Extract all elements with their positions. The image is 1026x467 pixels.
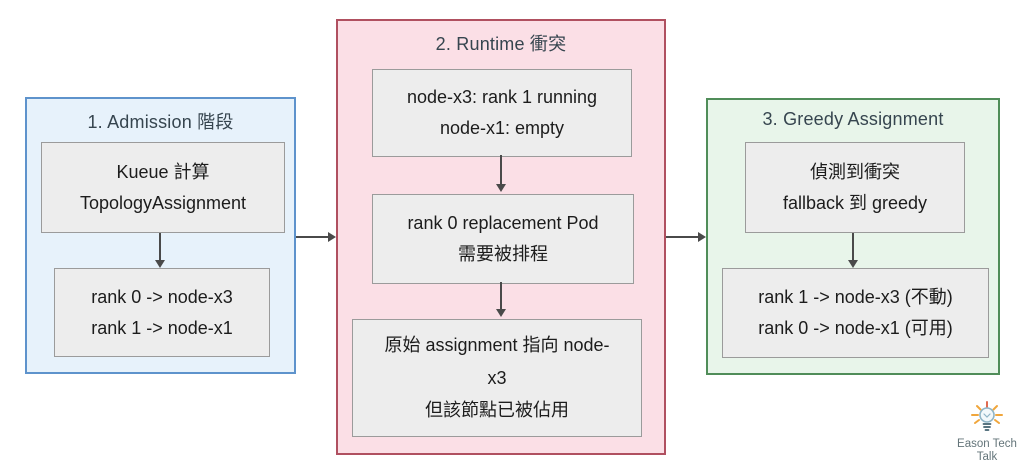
box-line: rank 1 -> node-x3 (不動): [758, 287, 953, 308]
arrow-down-runtime-1: [496, 155, 506, 192]
box-line: rank 0 -> node-x3: [91, 286, 233, 307]
box-line: node-x3: rank 1 running: [406, 87, 598, 108]
arrow-admission-to-runtime: [296, 232, 336, 242]
panel-greedy-title: 3. Greedy Assignment: [762, 109, 944, 129]
panel-runtime-conflict: 2. Runtime 衝突 node-x3: rank 1 running no…: [336, 19, 666, 455]
box-line: TopologyAssignment: [79, 192, 247, 213]
box-replacement-pod: rank 0 replacement Pod 需要被排程: [372, 194, 634, 284]
box-greedy-ranks: rank 1 -> node-x3 (不動) rank 0 -> node-x1…: [722, 268, 989, 358]
arrow-down-admission: [155, 233, 165, 268]
box-conflict-fallback: 偵測到衝突 fallback 到 greedy: [745, 142, 965, 233]
box-node-status: node-x3: rank 1 running node-x1: empty: [372, 69, 632, 157]
box-line: rank 0 -> node-x1 (可用): [758, 318, 953, 338]
arrow-down-runtime-2: [496, 282, 506, 317]
box-line: fallback 到 greedy: [782, 192, 928, 213]
box-kueue-topology-assignment: Kueue 計算 TopologyAssignment: [41, 142, 285, 233]
panel-runtime-title: 2. Runtime 衝突: [435, 34, 567, 54]
arrow-down-greedy: [848, 233, 858, 268]
lightbulb-icon: [935, 400, 1026, 438]
brand-logo: Eason Tech Talk: [935, 400, 1026, 464]
panel-admission-title: 1. Admission 階段: [87, 112, 234, 132]
box-line: 需要被排程: [458, 244, 548, 264]
box-line: 原始 assignment 指向 node-: [384, 335, 610, 356]
logo-text-line2: Talk: [976, 451, 998, 464]
box-admission-ranks: rank 0 -> node-x3 rank 1 -> node-x1: [54, 268, 270, 357]
box-line: 但該節點已被佔用: [425, 400, 569, 421]
box-line: rank 1 -> node-x1: [91, 317, 233, 338]
box-original-assignment: 原始 assignment 指向 node- x3 但該節點已被佔用: [352, 319, 642, 437]
logo-text-line1: Eason Tech: [957, 438, 1017, 450]
box-line: node-x1: empty: [439, 118, 565, 138]
arrow-runtime-to-greedy: [666, 232, 706, 242]
box-line: Kueue 計算: [116, 161, 210, 182]
box-line: 偵測到衝突: [810, 161, 900, 182]
box-line: x3: [487, 367, 507, 388]
box-line: rank 0 replacement Pod: [407, 213, 599, 234]
panel-admission: 1. Admission 階段 Kueue 計算 TopologyAssignm…: [25, 97, 296, 374]
